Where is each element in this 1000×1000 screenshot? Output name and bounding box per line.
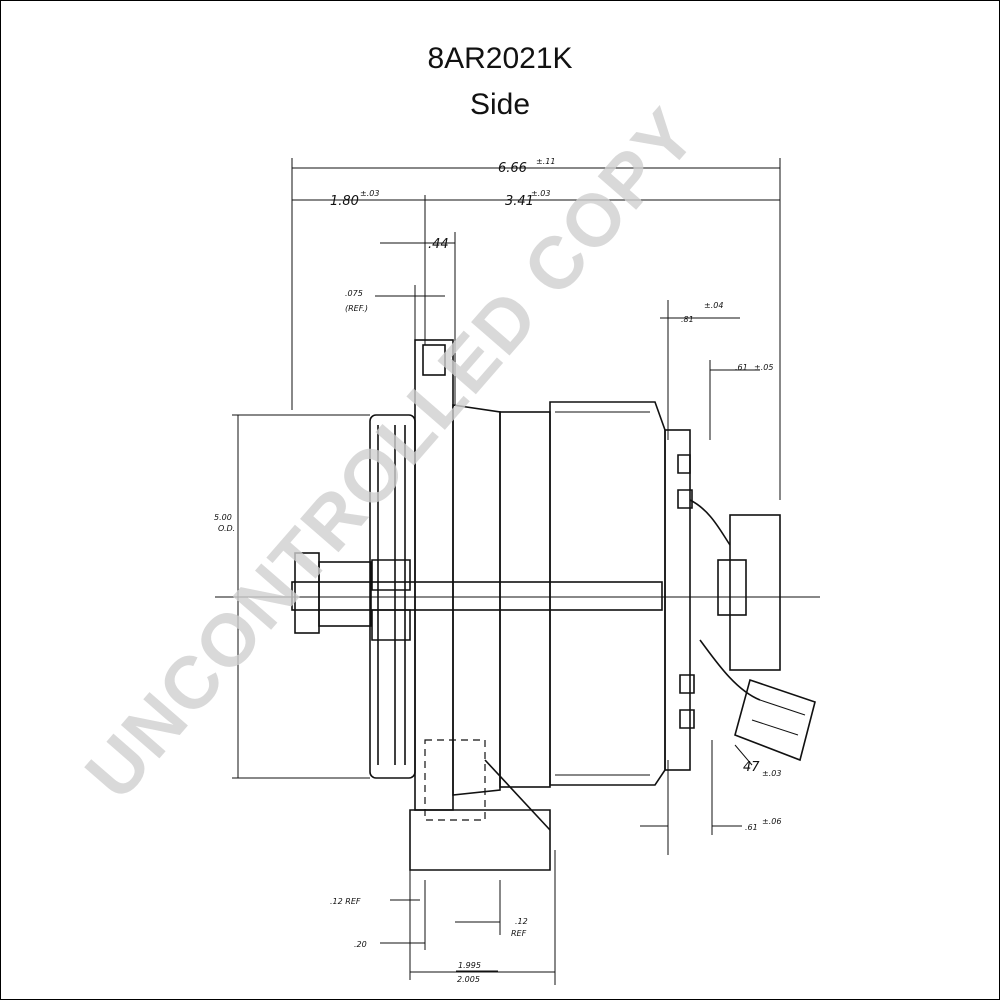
top-dimension-lines bbox=[291, 158, 781, 500]
mount-ref-left-dim: .12 REF bbox=[330, 897, 361, 906]
body-length-tol: ±.03 bbox=[531, 189, 550, 198]
connector-angle-dim: 47 bbox=[743, 760, 760, 775]
alternator-outline bbox=[215, 339, 820, 871]
od-value: 5.00 bbox=[214, 513, 232, 522]
drawing-title: 8AR2021K bbox=[427, 42, 573, 75]
front-offset-tol: ±.03 bbox=[360, 189, 379, 198]
rear-stud-offset-dim: .61 bbox=[735, 363, 748, 372]
rear-terminal-offset-tol: ±.04 bbox=[704, 301, 723, 310]
connector-angle-tol: ±.03 bbox=[762, 769, 781, 778]
od-label: O.D. bbox=[218, 524, 235, 533]
body-length-dim: 3.41 bbox=[505, 194, 534, 209]
overall-length-dim: 6.66 bbox=[498, 161, 527, 176]
side-annotation-lines bbox=[640, 740, 753, 855]
flange-ref-label: (REF.) bbox=[345, 304, 368, 313]
drawing-subtitle: Side bbox=[469, 88, 531, 121]
bottom-rear-offset-dim: .61 bbox=[745, 823, 758, 832]
rear-stud-offset-tol: ±.05 bbox=[754, 363, 773, 372]
mount-ref-right-dim: .12 bbox=[515, 917, 528, 926]
pulley-width-dim: .44 bbox=[428, 237, 449, 252]
mount-width-max: 2.005 bbox=[457, 975, 480, 984]
flange-thickness-dim: .075 bbox=[345, 289, 363, 298]
bottom-rear-offset-tol: ±.06 bbox=[762, 817, 781, 826]
front-offset-dim: 1.80 bbox=[330, 194, 359, 209]
bottom-dimension-lines bbox=[380, 850, 556, 985]
mount-width-min: 1.995 bbox=[458, 961, 481, 970]
rear-terminal-offset-dim: .81 bbox=[681, 315, 694, 324]
mount-offset-dim: .20 bbox=[354, 940, 367, 949]
overall-length-tol: ±.11 bbox=[536, 157, 555, 166]
mount-ref-right-label: REF bbox=[511, 929, 527, 938]
